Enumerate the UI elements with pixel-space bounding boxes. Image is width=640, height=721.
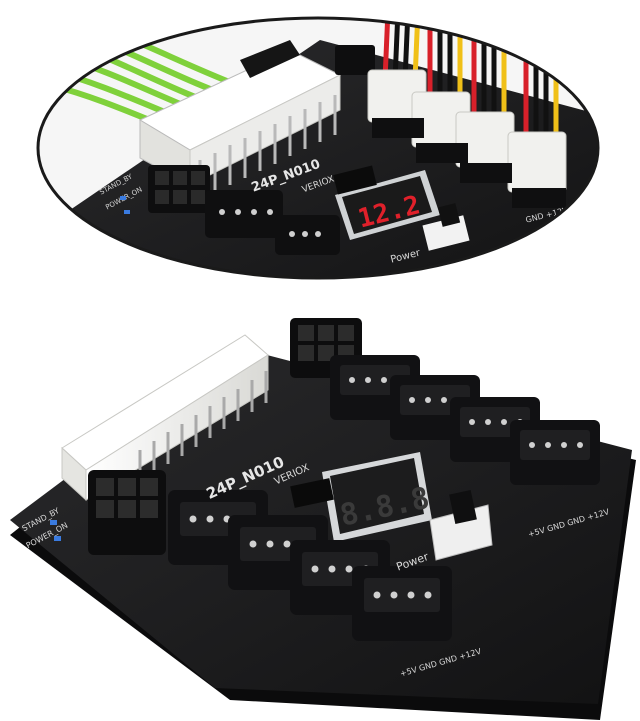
zoom-oval-frame [36, 16, 600, 280]
zoom-atx-plug [240, 40, 300, 78]
zoom-ic-chip [333, 165, 377, 195]
molex-connector [352, 566, 452, 641]
power-on-led [54, 536, 61, 541]
power-switch[interactable] [429, 490, 493, 561]
atx-pins [138, 371, 268, 482]
zoom-power-switch [422, 203, 470, 251]
zoom-voltage-display: 12.2 [335, 170, 440, 240]
ic-chip [290, 478, 334, 508]
zoom-molex-front-row [205, 190, 340, 255]
eps-8pin-connector [88, 470, 166, 555]
molex-back-row [330, 355, 600, 485]
standby-led [50, 520, 57, 525]
zoom-inset: 12.2 [36, 16, 600, 280]
molex-connector [510, 420, 600, 485]
molex-front-row [168, 490, 452, 641]
zoom-6pin-connector [148, 165, 210, 213]
voltage-display: 8.8.8 [322, 452, 433, 542]
atx-24pin-connector [61, 334, 269, 502]
main-board: 8.8.8 [10, 318, 636, 720]
zoom-power-led [124, 210, 130, 214]
zoom-standby-led [120, 196, 126, 200]
zoom-rear-6pin [335, 45, 375, 75]
